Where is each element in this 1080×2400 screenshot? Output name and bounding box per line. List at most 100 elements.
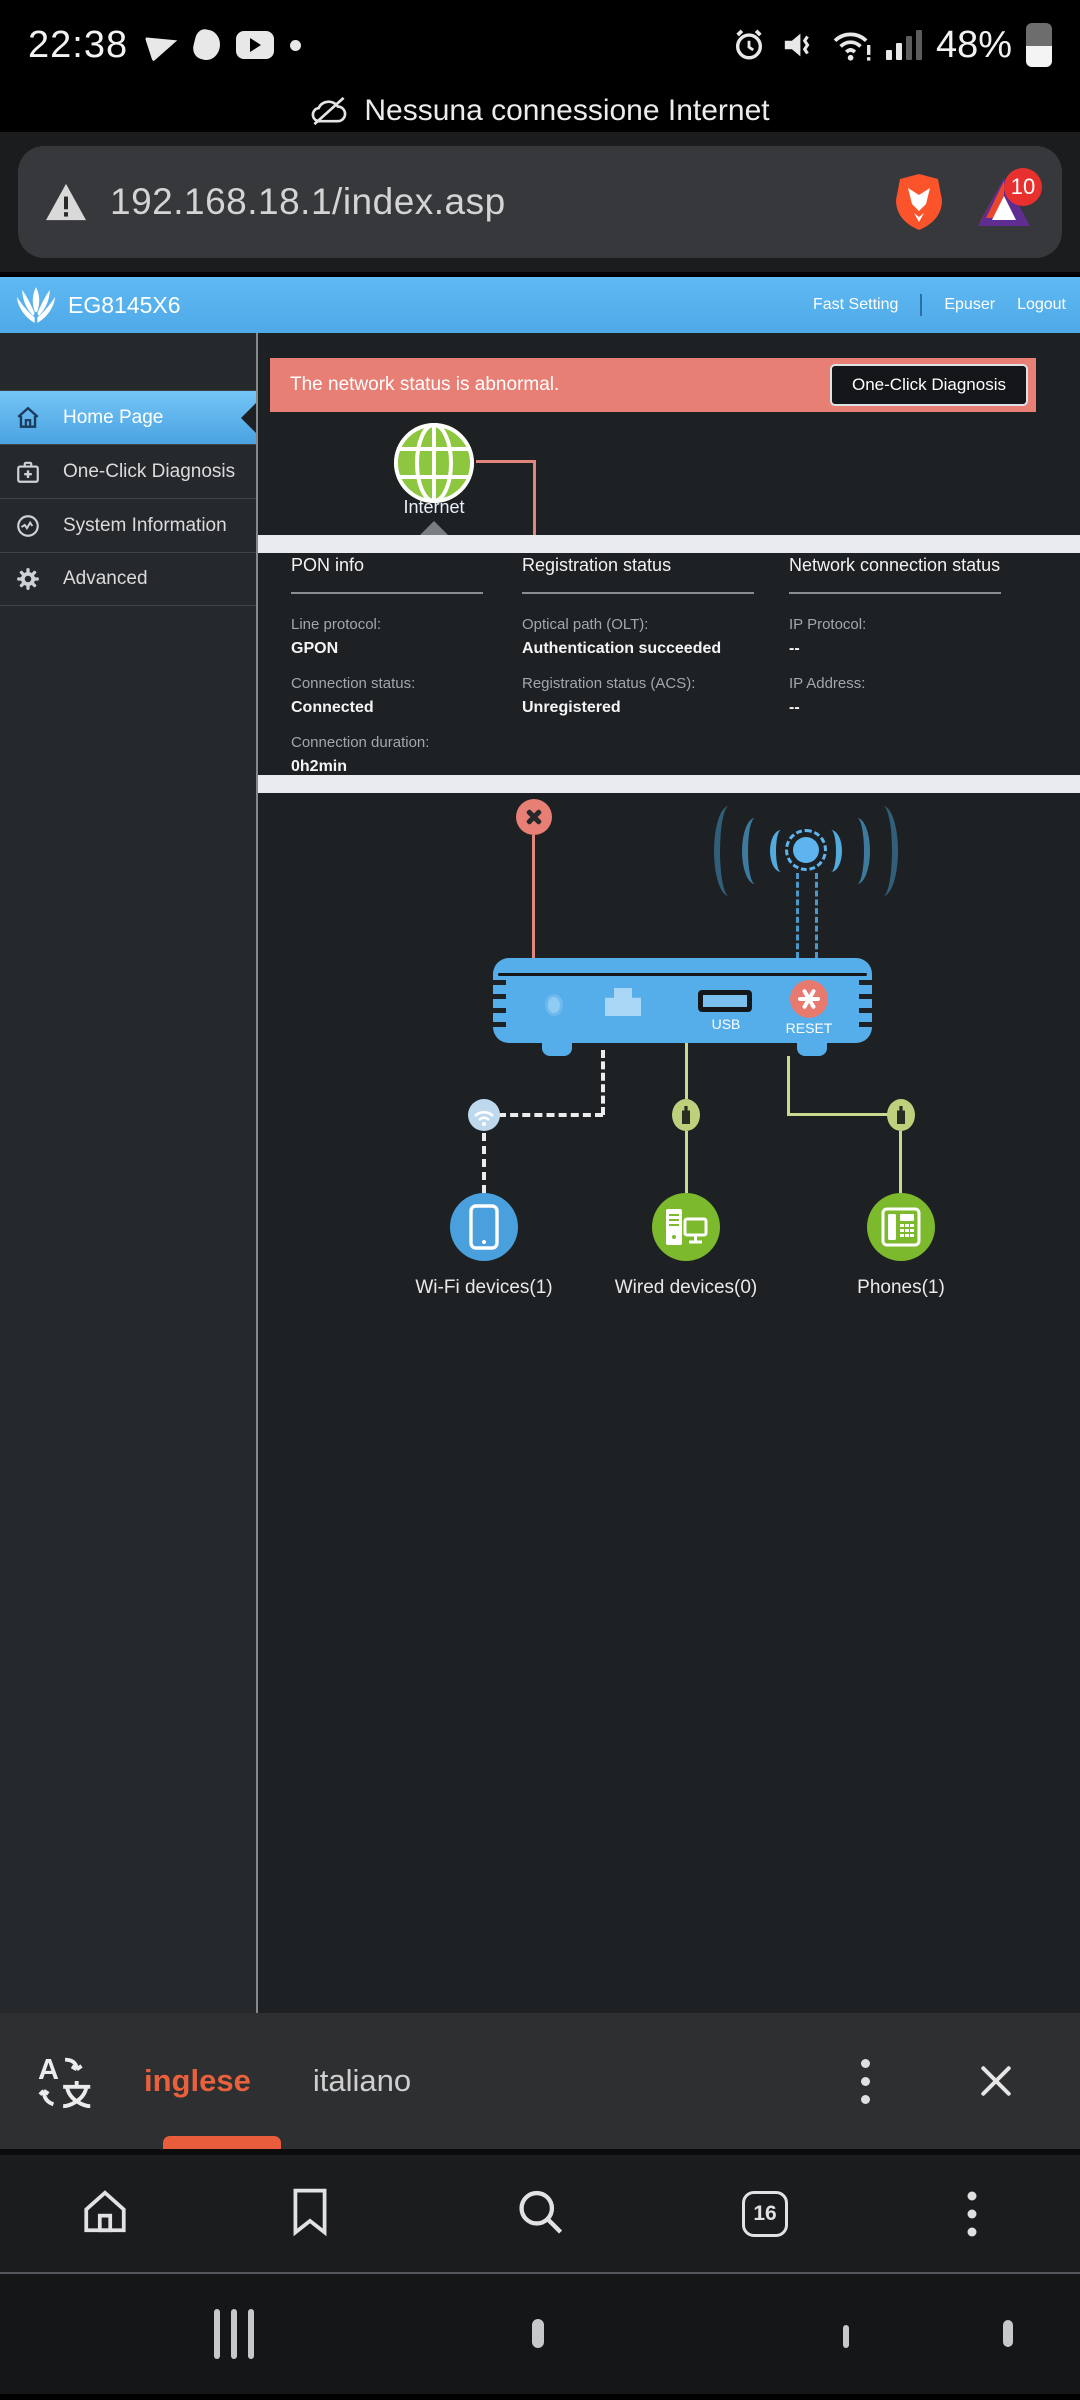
wifi-devices-label: Wi-Fi devices(1) [415,1277,553,1298]
reset-label: RESET [785,1020,833,1036]
divider [0,272,1080,277]
router-lid-line [498,973,867,976]
translate-icon: A [38,2054,91,2109]
field-label: Connection duration: [291,734,430,751]
logout-link[interactable]: Logout [1017,296,1066,313]
wifi-connector-icon [468,1099,500,1131]
wifi-wave-icon [714,806,744,896]
field-label: IP Protocol: [789,616,867,633]
phone-branch-line [787,1056,790,1116]
router-page-body: Home Page One-Click Diagnosis System Inf… [0,333,1080,2013]
sidebar-item-home-page[interactable]: Home Page [0,390,256,444]
wan-error-icon [516,799,552,835]
router-header: EG8145X6 Fast Setting Epuser Logout [0,277,1080,333]
translate-source-tab[interactable]: inglese [144,2063,251,2098]
brave-rewards-icon[interactable]: 10 [978,168,1042,226]
internet-label: Internet [403,497,465,517]
sidebar-item-advanced[interactable]: Advanced [0,552,256,606]
search-button[interactable] [514,2185,566,2242]
wired-branch-line [685,1131,688,1193]
user-link[interactable]: Epuser [944,296,996,313]
up-arrow-icon [420,521,448,535]
signal-bars-icon [885,30,922,60]
browser-toolbar: 16 [0,2155,1080,2272]
field-label: Line protocol: [291,616,382,633]
phone-branch-line [787,1113,889,1116]
bookmarks-button[interactable] [290,2186,330,2241]
sidebar-item-label: System Information [63,514,227,536]
app-notification-icon [190,27,224,63]
power-led-icon [545,994,563,1016]
phone-branch-line [899,1131,902,1193]
field-value: 0h2min [291,758,348,775]
network-alert-banner: The network status is abnormal. One-Clic… [270,358,1036,412]
mute-vibrate-icon [784,33,810,57]
wired-devices-label: Wired devices(0) [614,1277,758,1298]
field-label: Connection status: [291,675,416,692]
clock: 22:38 [28,23,129,66]
wifi-wave-icon [742,818,768,884]
sidebar-item-label: Home Page [63,406,164,428]
tab-count: 16 [742,2190,788,2237]
field-value: GPON [291,640,339,657]
battery-percent: 48% [935,23,1012,66]
wifi-devices-icon[interactable] [450,1193,518,1261]
alert-message: The network status is abnormal. [290,374,560,395]
router-vents [859,980,872,1027]
field-value: -- [789,640,800,657]
router-foot [797,1043,827,1056]
active-tab-indicator [163,2136,281,2149]
android-home-button[interactable] [532,2319,544,2348]
router-content: The network status is abnormal. One-Clic… [258,333,1080,2013]
section-divider [258,535,1080,553]
url-text: 192.168.18.1/index.asp [110,181,506,222]
sidebar-item-label: One-Click Diagnosis [63,460,236,482]
translate-close-icon[interactable] [974,2059,1018,2103]
network-connection-panel: Network connection status IP Protocol: --… [789,555,1001,734]
alarm-icon [735,29,762,60]
youtube-notification-icon [236,31,275,59]
reset-button-icon [790,980,828,1018]
one-click-diagnosis-button[interactable]: One-Click Diagnosis [830,364,1028,406]
wifi-branch-line [601,1050,605,1115]
no-internet-banner[interactable]: Nessuna connessione Internet [0,90,1080,132]
field-label: IP Address: [789,675,866,692]
rewards-badge: 10 [1004,168,1042,206]
gear-icon [17,568,39,590]
sidebar: Home Page One-Click Diagnosis System Inf… [0,333,258,2013]
browser-menu-icon[interactable] [960,2183,985,2244]
section-divider [258,775,1080,793]
sidebar-item-label: Advanced [63,568,148,589]
router-device: USB RESET [493,958,872,1043]
wifi-wave-icon [820,830,842,872]
edge-handle-icon[interactable] [1003,2320,1013,2347]
translate-target-tab[interactable]: italiano [312,2063,412,2098]
address-bar[interactable]: 192.168.18.1/index.asp 10 [18,146,1062,258]
phones-icon[interactable] [867,1193,935,1261]
field-value: Connected [291,699,374,716]
tab-switcher-button[interactable]: 16 [742,2190,788,2237]
translate-menu-icon[interactable] [853,2051,878,2112]
field-value: -- [789,699,800,716]
antenna-icon [793,837,819,863]
notification-dot-icon [290,39,302,51]
huawei-logo-icon [16,287,56,323]
wifi-branch-line [498,1113,603,1117]
panel-title: Network connection status [789,555,1001,575]
browser-home-button[interactable] [80,2186,130,2241]
back-button[interactable] [843,2325,849,2348]
sidebar-item-one-click-diagnosis[interactable]: One-Click Diagnosis [0,444,256,498]
recents-button[interactable] [214,2309,254,2359]
panel-title: Registration status [522,555,672,575]
browser-address-section: 192.168.18.1/index.asp 10 [0,132,1080,272]
android-nav-bar [0,2272,1080,2394]
antenna-line [796,873,799,958]
router-model: EG8145X6 [68,291,181,318]
lan-port-icon [605,988,641,1016]
fast-setting-link[interactable]: Fast Setting [812,296,899,313]
diagnosis-kit-icon [17,461,39,483]
sidebar-item-system-information[interactable]: System Information [0,498,256,552]
brave-shields-icon[interactable] [894,174,944,230]
wired-devices-icon[interactable] [652,1193,720,1261]
